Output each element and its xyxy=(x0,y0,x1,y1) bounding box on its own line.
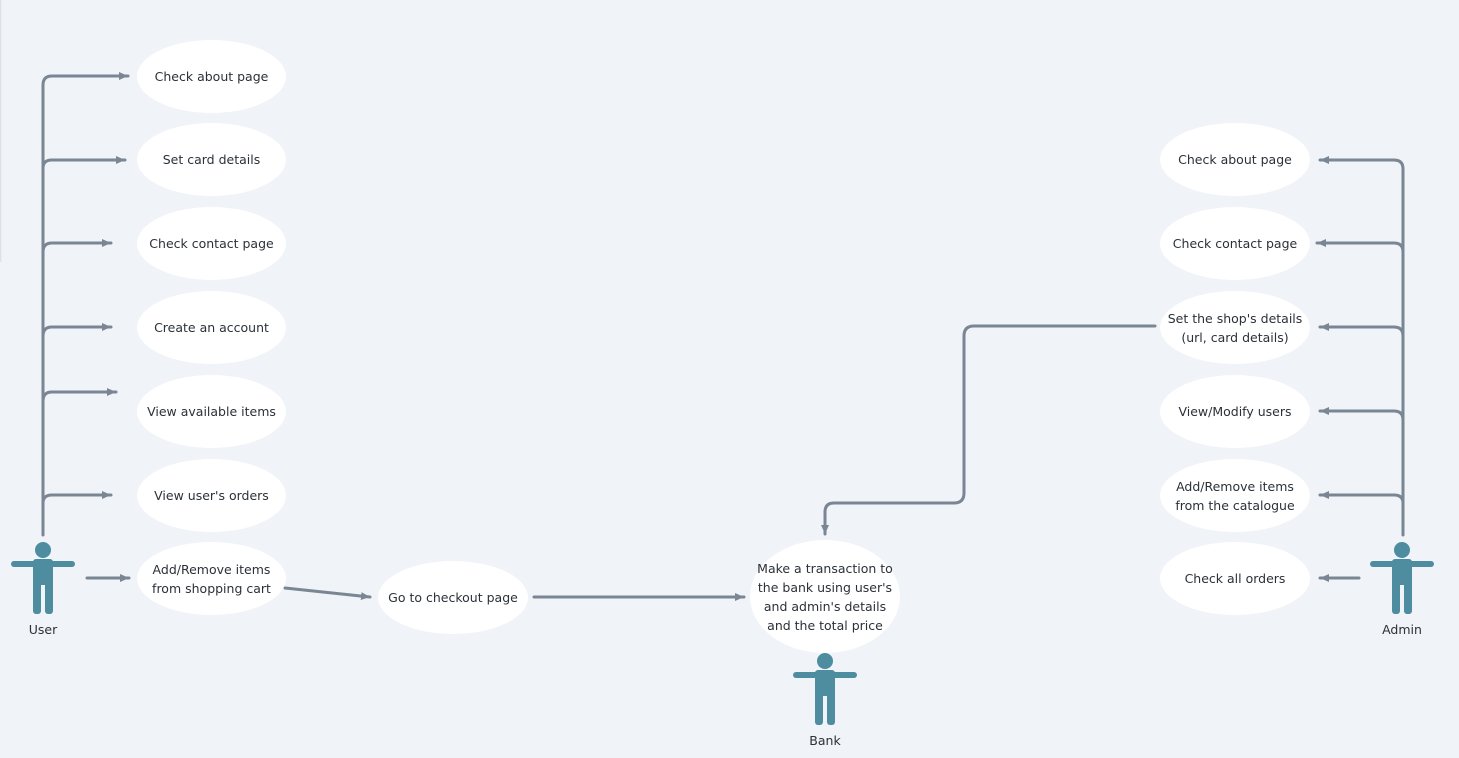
usecase-user-create-account[interactable]: Create an account xyxy=(137,291,286,364)
actor-admin-label: Admin xyxy=(1382,622,1422,637)
admin-trunk-line xyxy=(1318,156,1405,537)
usecase-admin-check-all-orders[interactable]: Check all orders xyxy=(1160,542,1310,615)
user-to-check-contact-arrow xyxy=(41,239,113,254)
usecase-admin-check-about-page[interactable]: Check about page xyxy=(1160,123,1310,196)
user-to-create-account-arrow xyxy=(41,323,113,338)
user-trunk-line xyxy=(41,72,130,537)
usecase-user-view-orders[interactable]: View user's orders xyxy=(137,459,286,532)
stick-figure-icon xyxy=(11,542,75,614)
user-to-set-card-arrow xyxy=(41,156,127,170)
stick-figure-icon xyxy=(793,653,857,725)
actor-user[interactable]: User xyxy=(3,542,83,642)
usecase-user-check-contact-page[interactable]: Check contact page xyxy=(137,207,286,280)
admin-to-catalogue-arrow xyxy=(1318,491,1405,505)
user-to-view-items-arrow xyxy=(41,388,118,403)
usecase-admin-set-shop-details[interactable]: Set the shop's details (url, card detail… xyxy=(1160,291,1310,364)
usecase-user-check-about-page[interactable]: Check about page xyxy=(137,40,286,113)
stick-figure-icon xyxy=(1370,542,1434,614)
usecase-go-to-checkout[interactable]: Go to checkout page xyxy=(378,561,528,634)
actor-bank[interactable]: Bank xyxy=(785,653,865,753)
usecase-admin-add-remove-catalogue-items[interactable]: Add/Remove items from the catalogue xyxy=(1160,459,1310,532)
user-to-view-orders-arrow xyxy=(41,491,113,505)
shop-details-to-transaction-arrow xyxy=(821,324,1157,536)
admin-to-check-contact-arrow xyxy=(1315,239,1405,254)
usecase-admin-view-modify-users[interactable]: View/Modify users xyxy=(1160,375,1310,448)
usecase-user-view-available-items[interactable]: View available items xyxy=(137,375,286,448)
cart-to-checkout-arrow xyxy=(283,586,372,601)
usecase-user-set-card-details[interactable]: Set card details xyxy=(137,123,286,196)
panel-edge-shadow xyxy=(0,0,2,262)
usecase-admin-check-contact-page[interactable]: Check contact page xyxy=(1160,207,1310,280)
admin-to-shop-details-arrow xyxy=(1318,323,1405,338)
actor-admin[interactable]: Admin xyxy=(1362,542,1442,642)
usecase-make-transaction[interactable]: Make a transaction to the bank using use… xyxy=(750,540,900,653)
usecase-user-add-remove-cart-items[interactable]: Add/Remove items from shopping cart xyxy=(137,542,286,615)
actor-bank-label: Bank xyxy=(809,733,841,748)
admin-to-modify-users-arrow xyxy=(1318,407,1405,422)
actor-user-label: User xyxy=(28,622,58,637)
